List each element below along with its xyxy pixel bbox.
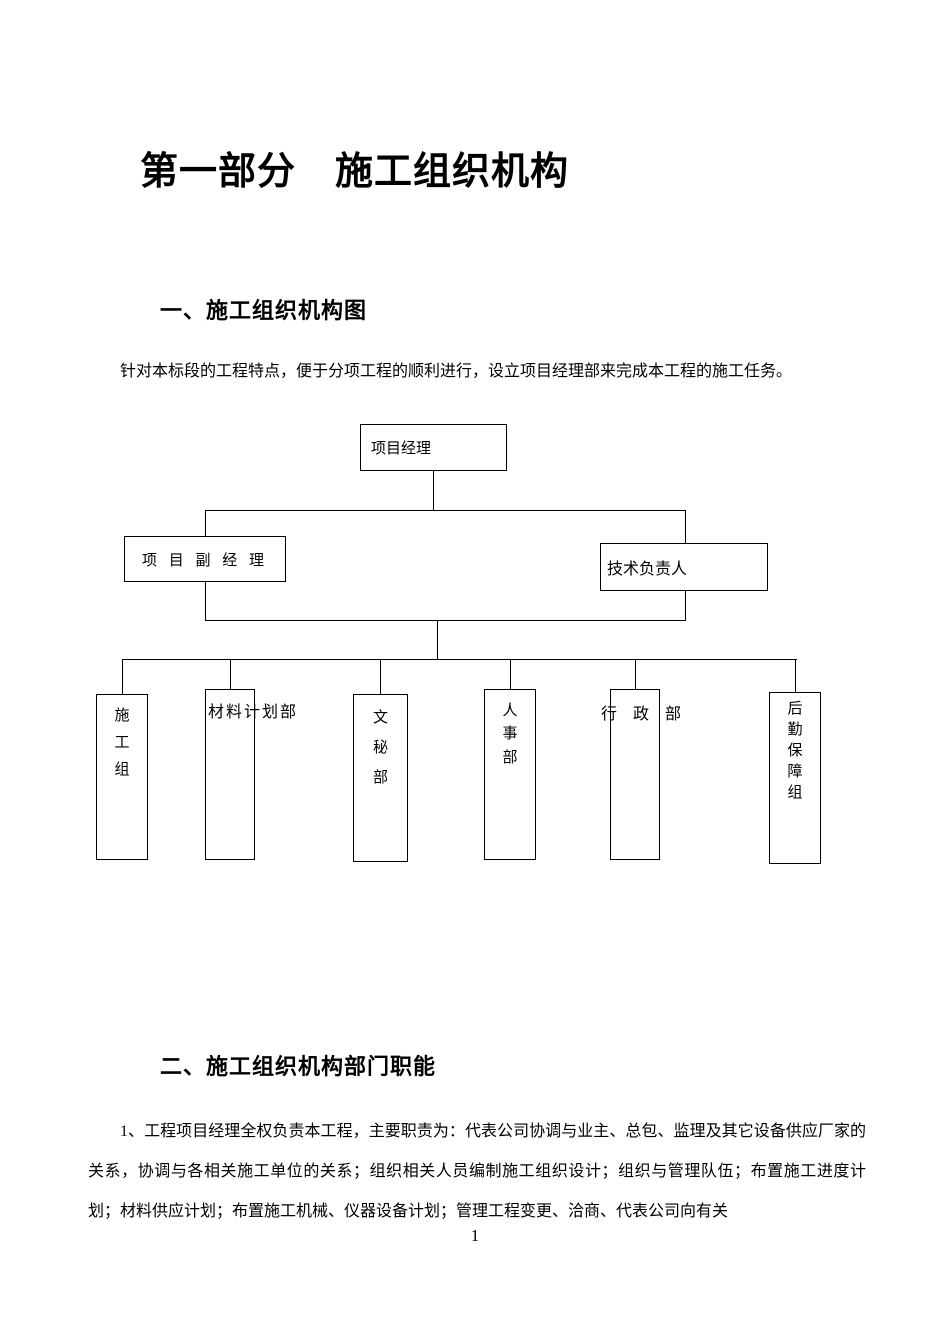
org-box-hr-dept: 人事部 (484, 689, 536, 860)
org-box-material-planning-dept: 材料计划部 (205, 689, 296, 860)
org-box-logistics-support-team-label: 后勤保障组 (787, 701, 803, 801)
connector-line (230, 660, 231, 689)
connector-line (380, 660, 381, 694)
section2-paragraph: 1、工程项目经理全权负责本工程，主要职责为：代表公司协调与业主、总包、监理及其它… (88, 1123, 866, 1220)
connector-line (122, 660, 123, 694)
org-box-deputy-manager: 项 目 副 经 理 (124, 536, 286, 582)
org-box-technical-director-label: 技术负责人 (607, 561, 688, 578)
org-box-hr-dept-label: 人事部 (502, 703, 518, 766)
org-box-technical-director: 技术负责人 (600, 543, 768, 591)
org-box-admin-dept-label: 行 政 部 (601, 706, 688, 723)
connector-line (205, 510, 686, 511)
org-box-project-manager-label: 项目经理 (371, 441, 432, 457)
section1-heading: 一、施工组织机构图 (160, 298, 368, 323)
org-box-deputy-manager-label: 项 目 副 经 理 (141, 552, 268, 569)
page-number: 1 (470, 1226, 480, 1245)
connector-line (437, 621, 438, 660)
connector-line (685, 591, 686, 621)
org-box-construction-team-label: 施工组 (114, 708, 130, 778)
org-box-project-manager: 项目经理 (360, 424, 507, 471)
connector-line (122, 659, 797, 660)
org-box-construction-team: 施工组 (96, 694, 148, 860)
connector-line (205, 511, 206, 536)
org-box-admin-dept: 行 政 部 (601, 689, 681, 860)
org-box-secretarial-dept: 文秘部 (353, 694, 408, 862)
org-box-material-planning-dept-label: 材料计划部 (208, 704, 299, 721)
section2-heading: 二、施工组织机构部门职能 (160, 1054, 437, 1079)
section1-intro-paragraph: 针对本标段的工程特点，便于分项工程的顺利进行，设立项目经理部来完成本工程的施工任… (120, 363, 793, 380)
connector-line (685, 511, 686, 544)
connector-line (510, 660, 511, 689)
connector-line (205, 620, 686, 621)
document-title: 第一部分 施工组织机构 (140, 151, 570, 193)
org-box-logistics-support-team: 后勤保障组 (769, 692, 821, 864)
org-box-secretarial-dept-label: 文秘部 (372, 710, 388, 786)
connector-line (433, 471, 434, 511)
connector-line (795, 660, 796, 692)
connector-line (205, 582, 206, 621)
connector-line (635, 660, 636, 689)
